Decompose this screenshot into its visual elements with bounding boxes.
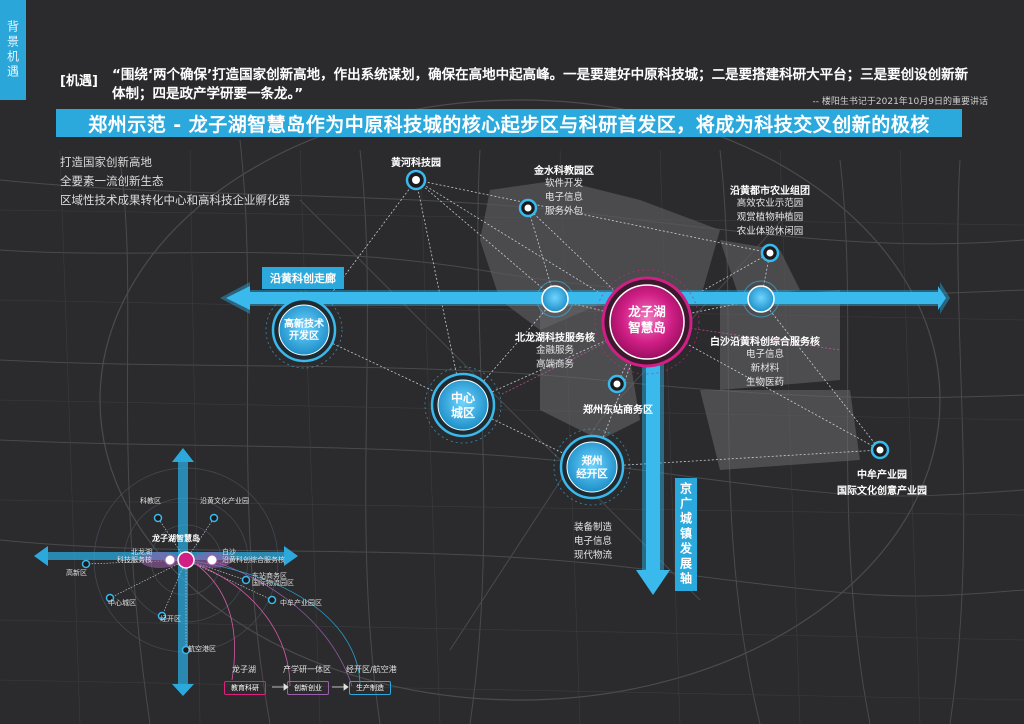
- yanhuang-agri-item: 农业体验休闲园: [736, 226, 804, 237]
- baisha-item: 电子信息: [745, 349, 784, 360]
- section-side-tab-label: 背景机遇: [5, 20, 20, 80]
- baisha-node-title[interactable]: 白沙沿黄科创综合服务核: [710, 337, 820, 348]
- jingkai-node-items: 装备制造 电子信息 现代物流: [560, 521, 626, 563]
- headline-banner: 郑州示范 - 龙子湖智慧岛作为中原科技城的核心起步区与科研首发区，将成为科技交叉…: [56, 109, 962, 137]
- core-node: [594, 269, 700, 375]
- mini-label-zhongmou: 中牟产业园区: [280, 599, 322, 607]
- mini-label-keji: 科教区: [140, 497, 161, 505]
- quote-text: “围绕‘两个确保’打造国家创新高地，作出系统谋划，确保在高地中起高峰。一是要建好…: [112, 67, 969, 102]
- zhongmou-node-subtitle: 国际文化创意产业园: [837, 486, 927, 497]
- mini-label-zhongxin: 中心城区: [108, 599, 136, 607]
- yanhuang-agri-item: 观赏植物种植园: [736, 212, 804, 223]
- baisha-item: 新材料: [750, 363, 780, 374]
- yanhuang-agri-item: 高效农业示范园: [736, 198, 804, 209]
- beilonghu-item: 高端商务: [535, 359, 574, 370]
- legend-top-label: 龙子湖: [232, 665, 256, 674]
- legend-chip-manufacturing: 生产制造: [349, 681, 391, 695]
- core-node-label[interactable]: 龙子湖 智慧岛: [628, 304, 666, 335]
- legend-arrows: [272, 683, 349, 691]
- goal-item: 区域性技术成果转化中心和高科技企业孵化器: [60, 193, 290, 207]
- beilonghu-node-title[interactable]: 北龙湖科技服务核: [515, 333, 595, 344]
- jinshui-item: 电子信息: [544, 192, 583, 203]
- mini-label-guoji: 国际物流园区: [252, 579, 294, 587]
- zhongmou-node-title[interactable]: 中牟产业园: [857, 470, 907, 481]
- baisha-item: 生物医药: [745, 377, 784, 388]
- jingkai-item: 装备制造: [573, 522, 612, 533]
- gaoxin-node-label[interactable]: 高新技术 开发区: [284, 319, 324, 342]
- section-side-tab[interactable]: 背景机遇: [0, 0, 26, 100]
- zhongxin-node-label[interactable]: 中心 城区: [450, 391, 475, 420]
- mini-map-diagram: [34, 448, 361, 696]
- mini-label-dongzhan: 东站商务区: [252, 572, 287, 580]
- mini-label-baisha: 白沙 沿黄科创综合服务核: [222, 548, 285, 564]
- baisha-node-items: 电子信息 新材料 生物医药: [700, 348, 830, 390]
- jinshui-node-title[interactable]: 金水科教园区: [534, 166, 594, 177]
- quote-source: -- 楼阳生书记于2021年10月9日的重要讲话: [812, 97, 988, 107]
- yanhuang-agri-node-items: 高效农业示范园 观赏植物种植园 农业体验休闲园: [720, 197, 820, 239]
- yanhuang-agri-node-title[interactable]: 沿黄都市农业组团: [730, 186, 810, 197]
- jingkai-node-label[interactable]: 郑州 经开区: [576, 455, 608, 480]
- jinshui-item: 服务外包: [544, 206, 583, 217]
- jingkai-item: 电子信息: [573, 536, 612, 547]
- jinshui-node-items: 软件开发 电子信息 服务外包: [524, 177, 604, 219]
- mini-label-beilonghu: 北龙湖 科技服务核: [117, 548, 152, 564]
- legend-chip-innovation: 创新创业: [287, 681, 329, 695]
- north-south-axis-arrow: [636, 340, 670, 595]
- beilonghu-item: 金融服务: [535, 345, 574, 356]
- huanghe-node-label[interactable]: 黄河科技园: [391, 158, 441, 169]
- legend-top-label: 产学研一体区: [283, 665, 331, 674]
- quote-tag: [机遇]: [60, 74, 98, 89]
- goal-item: 打造国家创新高地: [60, 155, 152, 169]
- dongzhan-node-label[interactable]: 郑州东站商务区: [583, 405, 653, 416]
- beilonghu-node-items: 金融服务 高端商务: [500, 344, 610, 372]
- corridor-tag-east-west: 沿黄科创走廊: [262, 267, 344, 289]
- goal-item: 全要素一流创新生态: [60, 174, 164, 188]
- corridor-tag-north-south: 京广城镇发展轴: [675, 478, 697, 591]
- legend-top-label: 经开区/航空港: [346, 665, 397, 674]
- mini-label-gaoxin: 高新区: [66, 569, 87, 577]
- mini-label-jingkai: 经开区: [160, 615, 181, 623]
- mini-label-yanhuang-culture: 沿黄文化产业园: [200, 497, 249, 505]
- jinshui-item: 软件开发: [544, 178, 583, 189]
- mini-core-label: 龙子湖智慧岛: [152, 534, 200, 543]
- legend-chip-education: 教育科研: [224, 681, 266, 695]
- mini-label-hangkong: 航空港区: [188, 645, 216, 653]
- jingkai-item: 现代物流: [573, 550, 612, 561]
